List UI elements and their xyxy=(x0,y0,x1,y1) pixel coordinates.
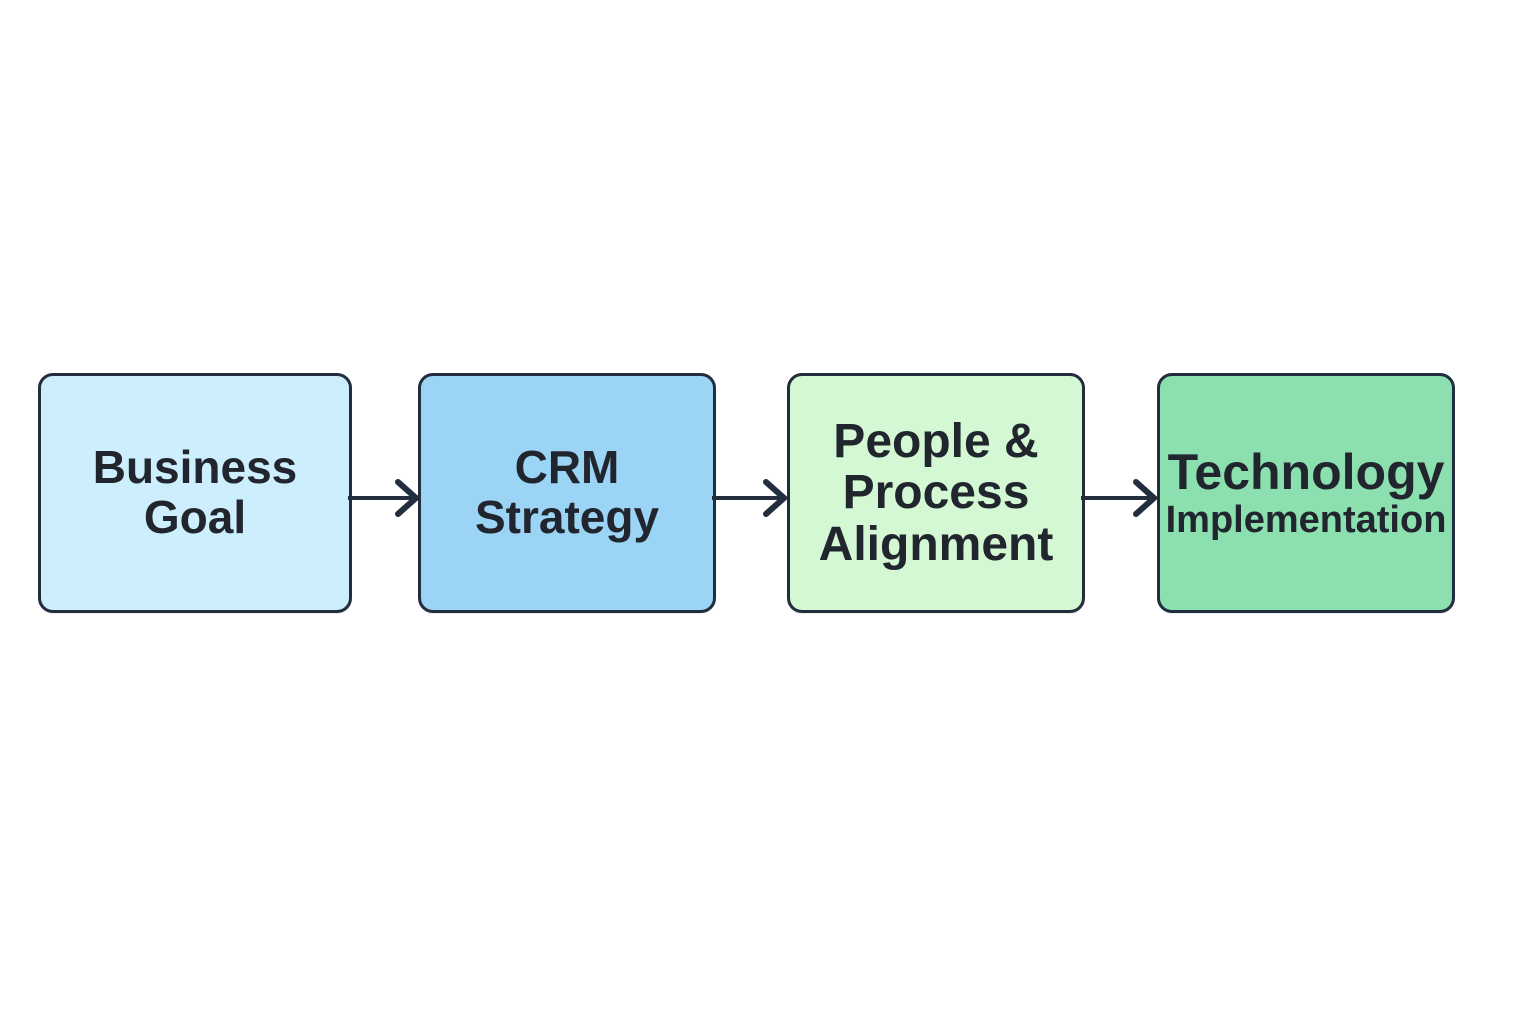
arrow-connector-1 xyxy=(348,470,422,526)
flow-node-crm-strategy[interactable]: CRM Strategy xyxy=(418,373,716,613)
flow-node-label-line: Technology xyxy=(1167,443,1445,500)
flow-node-technology-implementation[interactable]: Technology Implementation xyxy=(1157,373,1455,613)
flow-node-label-line: People & xyxy=(833,414,1039,468)
arrow-connector-2 xyxy=(712,470,790,526)
arrow-right-icon xyxy=(712,479,789,517)
flow-node-label-line: CRM xyxy=(514,441,620,494)
flow-node-label-line: Strategy xyxy=(474,491,660,543)
flow-node-people-process-alignment[interactable]: People & Process Alignment xyxy=(787,373,1085,613)
flow-node-label-line: Goal xyxy=(143,491,247,543)
arrow-right-icon xyxy=(1081,479,1159,517)
flow-node-business-goal[interactable]: Business Goal xyxy=(38,373,352,613)
arrow-right-icon xyxy=(348,479,421,517)
flow-node-label-line: Alignment xyxy=(818,517,1054,571)
flow-node-label-line: Process xyxy=(842,466,1030,520)
arrow-connector-3 xyxy=(1081,470,1160,526)
flow-node-label-line: Business xyxy=(92,441,298,494)
flow-node-label-sub-line: Implementation xyxy=(1165,498,1447,541)
